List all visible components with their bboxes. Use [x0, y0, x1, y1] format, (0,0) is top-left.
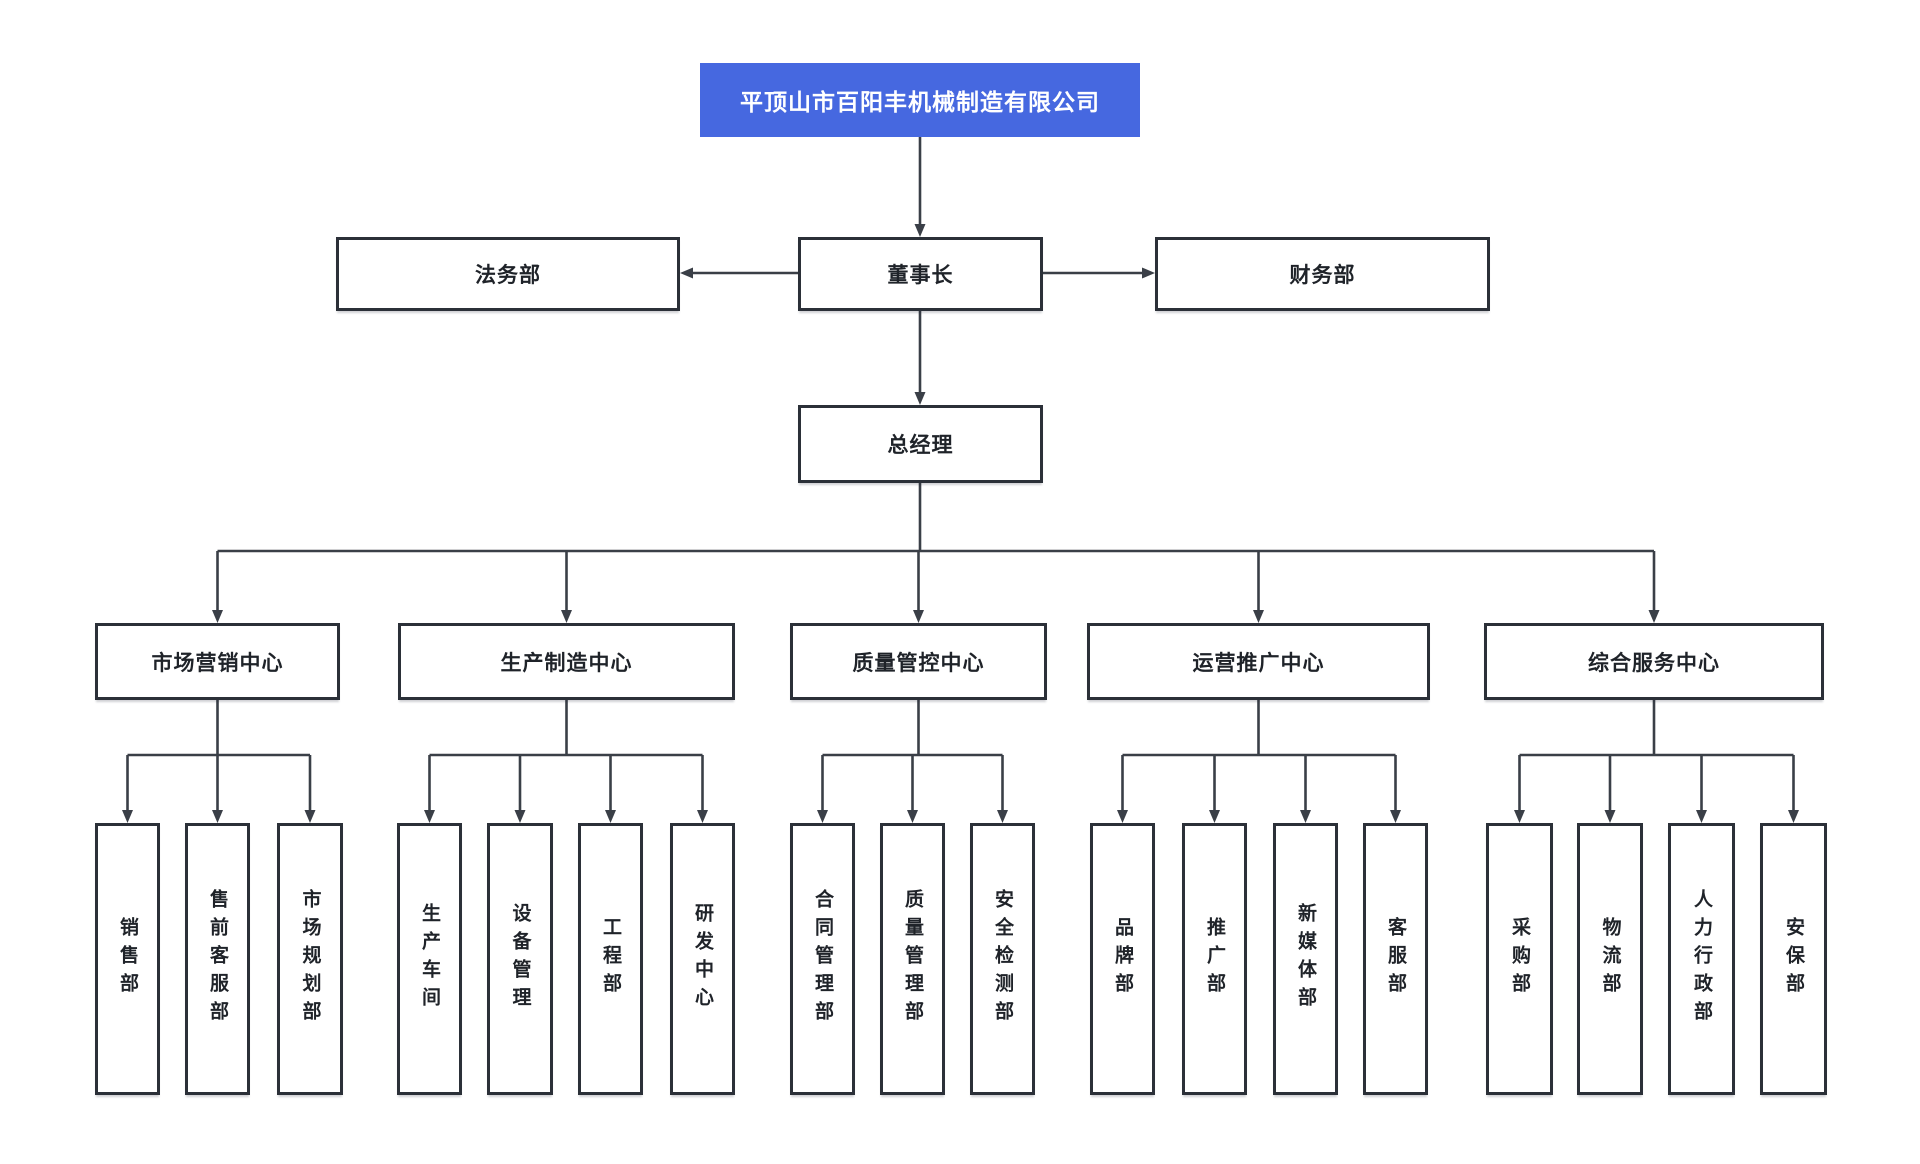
- dept-box-presales-service[interactable]: 售前客服部: [185, 823, 250, 1095]
- dept-box-hr-admin[interactable]: 人力行政部: [1668, 823, 1735, 1095]
- dept-box-engineering[interactable]: 工程部: [578, 823, 643, 1095]
- dept-box-new-media[interactable]: 新媒体部: [1273, 823, 1338, 1095]
- dept-label: 工程部: [600, 917, 621, 1001]
- company-root-box[interactable]: 平顶山市百阳丰机械制造有限公司: [700, 63, 1140, 137]
- dept-box-promotion[interactable]: 推广部: [1182, 823, 1247, 1095]
- dept-box-logistics[interactable]: 物流部: [1577, 823, 1643, 1095]
- dept-box-safety-inspection[interactable]: 安全检测部: [970, 823, 1035, 1095]
- dept-box-customer-service[interactable]: 客服部: [1363, 823, 1428, 1095]
- dept-label: 采购部: [1509, 917, 1530, 1001]
- center-box-production[interactable]: 生产制造中心: [398, 623, 735, 700]
- dept-box-quality-management[interactable]: 质量管理部: [880, 823, 945, 1095]
- dept-label: 质量管理部: [902, 889, 923, 1029]
- dept-box-equipment-management[interactable]: 设备管理: [487, 823, 553, 1095]
- dept-box-brand[interactable]: 品牌部: [1090, 823, 1155, 1095]
- dept-label: 物流部: [1599, 917, 1621, 1001]
- center-box-operations[interactable]: 运营推广中心: [1087, 623, 1430, 700]
- dept-label: 市场规划部: [299, 889, 321, 1029]
- center-box-general-services[interactable]: 综合服务中心: [1484, 623, 1824, 700]
- finance-dept-box[interactable]: 财务部: [1155, 237, 1490, 311]
- dept-box-production-workshop[interactable]: 生产车间: [397, 823, 462, 1095]
- dept-label: 品牌部: [1112, 917, 1133, 1001]
- general-manager-box[interactable]: 总经理: [798, 405, 1043, 483]
- chairman-box[interactable]: 董事长: [798, 237, 1043, 311]
- dept-label: 安保部: [1783, 917, 1804, 1001]
- dept-label: 客服部: [1385, 917, 1406, 1001]
- dept-label: 新媒体部: [1295, 903, 1316, 1015]
- dept-box-security[interactable]: 安保部: [1760, 823, 1827, 1095]
- dept-label: 销售部: [117, 917, 138, 1001]
- dept-label: 合同管理部: [812, 889, 833, 1029]
- dept-label: 生产车间: [419, 903, 440, 1015]
- dept-label: 安全检测部: [992, 889, 1013, 1029]
- dept-box-contract-management[interactable]: 合同管理部: [790, 823, 855, 1095]
- legal-dept-box[interactable]: 法务部: [336, 237, 680, 311]
- dept-box-market-planning[interactable]: 市场规划部: [277, 823, 343, 1095]
- center-box-marketing[interactable]: 市场营销中心: [95, 623, 340, 700]
- dept-label: 设备管理: [509, 903, 531, 1015]
- center-box-quality[interactable]: 质量管控中心: [790, 623, 1047, 700]
- dept-label: 售前客服部: [207, 889, 228, 1029]
- dept-box-rd-center[interactable]: 研发中心: [670, 823, 735, 1095]
- dept-label: 研发中心: [692, 903, 713, 1015]
- dept-box-sales[interactable]: 销售部: [95, 823, 160, 1095]
- dept-label: 人力行政部: [1691, 889, 1712, 1029]
- dept-box-procurement[interactable]: 采购部: [1486, 823, 1553, 1095]
- dept-label: 推广部: [1204, 917, 1225, 1001]
